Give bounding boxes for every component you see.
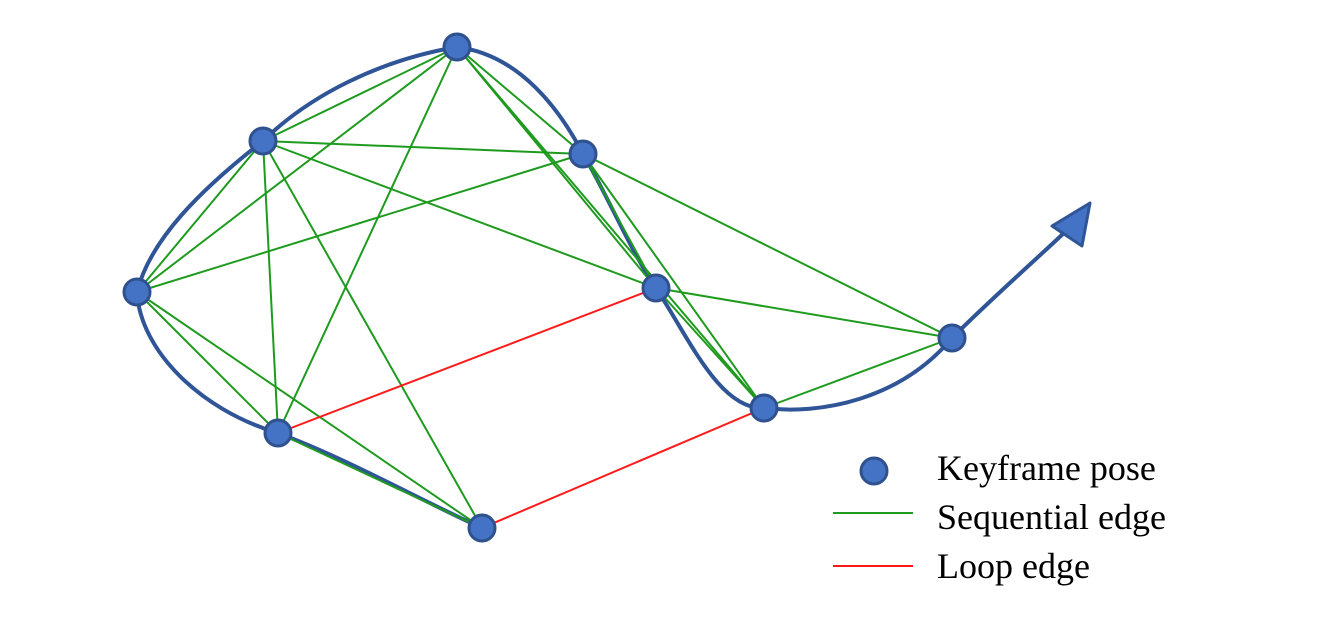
sequential-edge — [262, 140, 657, 289]
sequential-edge — [582, 153, 953, 339]
sequential-edge — [136, 291, 483, 529]
sequential-edge — [136, 140, 264, 293]
keyframe-node — [263, 418, 293, 448]
sequential-edge — [456, 46, 584, 155]
sequential-edge — [277, 432, 483, 529]
sequential-edges — [136, 46, 953, 529]
legend-loop-label: Loop edge — [937, 546, 1090, 586]
sequential-edge — [136, 291, 279, 434]
sequential-edge — [262, 140, 584, 155]
legend-keyframe-marker — [859, 456, 889, 486]
legend-sequential-label: Sequential edge — [937, 497, 1166, 537]
keyframe-node — [442, 32, 472, 62]
sequential-edge — [262, 46, 458, 142]
trajectory-arrowhead — [1050, 201, 1092, 248]
trajectory-curve — [456, 45, 1067, 412]
legend: Keyframe pose Sequential edge Loop edge — [833, 448, 1166, 586]
sequential-edge — [136, 153, 584, 293]
loop-edges — [277, 287, 765, 529]
keyframe-node — [122, 277, 152, 307]
keyframe-nodes — [122, 32, 967, 543]
legend-keyframe-label: Keyframe pose — [937, 448, 1156, 488]
keyframe-node — [937, 323, 967, 353]
keyframe-node — [467, 513, 497, 543]
keyframe-node — [641, 273, 671, 303]
sequential-edge — [655, 287, 765, 409]
sequential-edge — [262, 140, 279, 434]
keyframe-node — [248, 126, 278, 156]
sequential-edge — [136, 46, 458, 293]
loop-edge — [277, 287, 657, 434]
sequential-edge — [582, 153, 765, 409]
sequential-edge — [456, 46, 765, 409]
sequential-edge — [582, 153, 657, 289]
sequential-edge — [277, 46, 458, 434]
sequential-edge — [262, 140, 483, 529]
loop-edge — [481, 407, 765, 529]
keyframe-node — [749, 393, 779, 423]
sequential-edge — [655, 287, 953, 339]
keyframe-node — [568, 139, 598, 169]
sequential-edge — [763, 337, 953, 409]
